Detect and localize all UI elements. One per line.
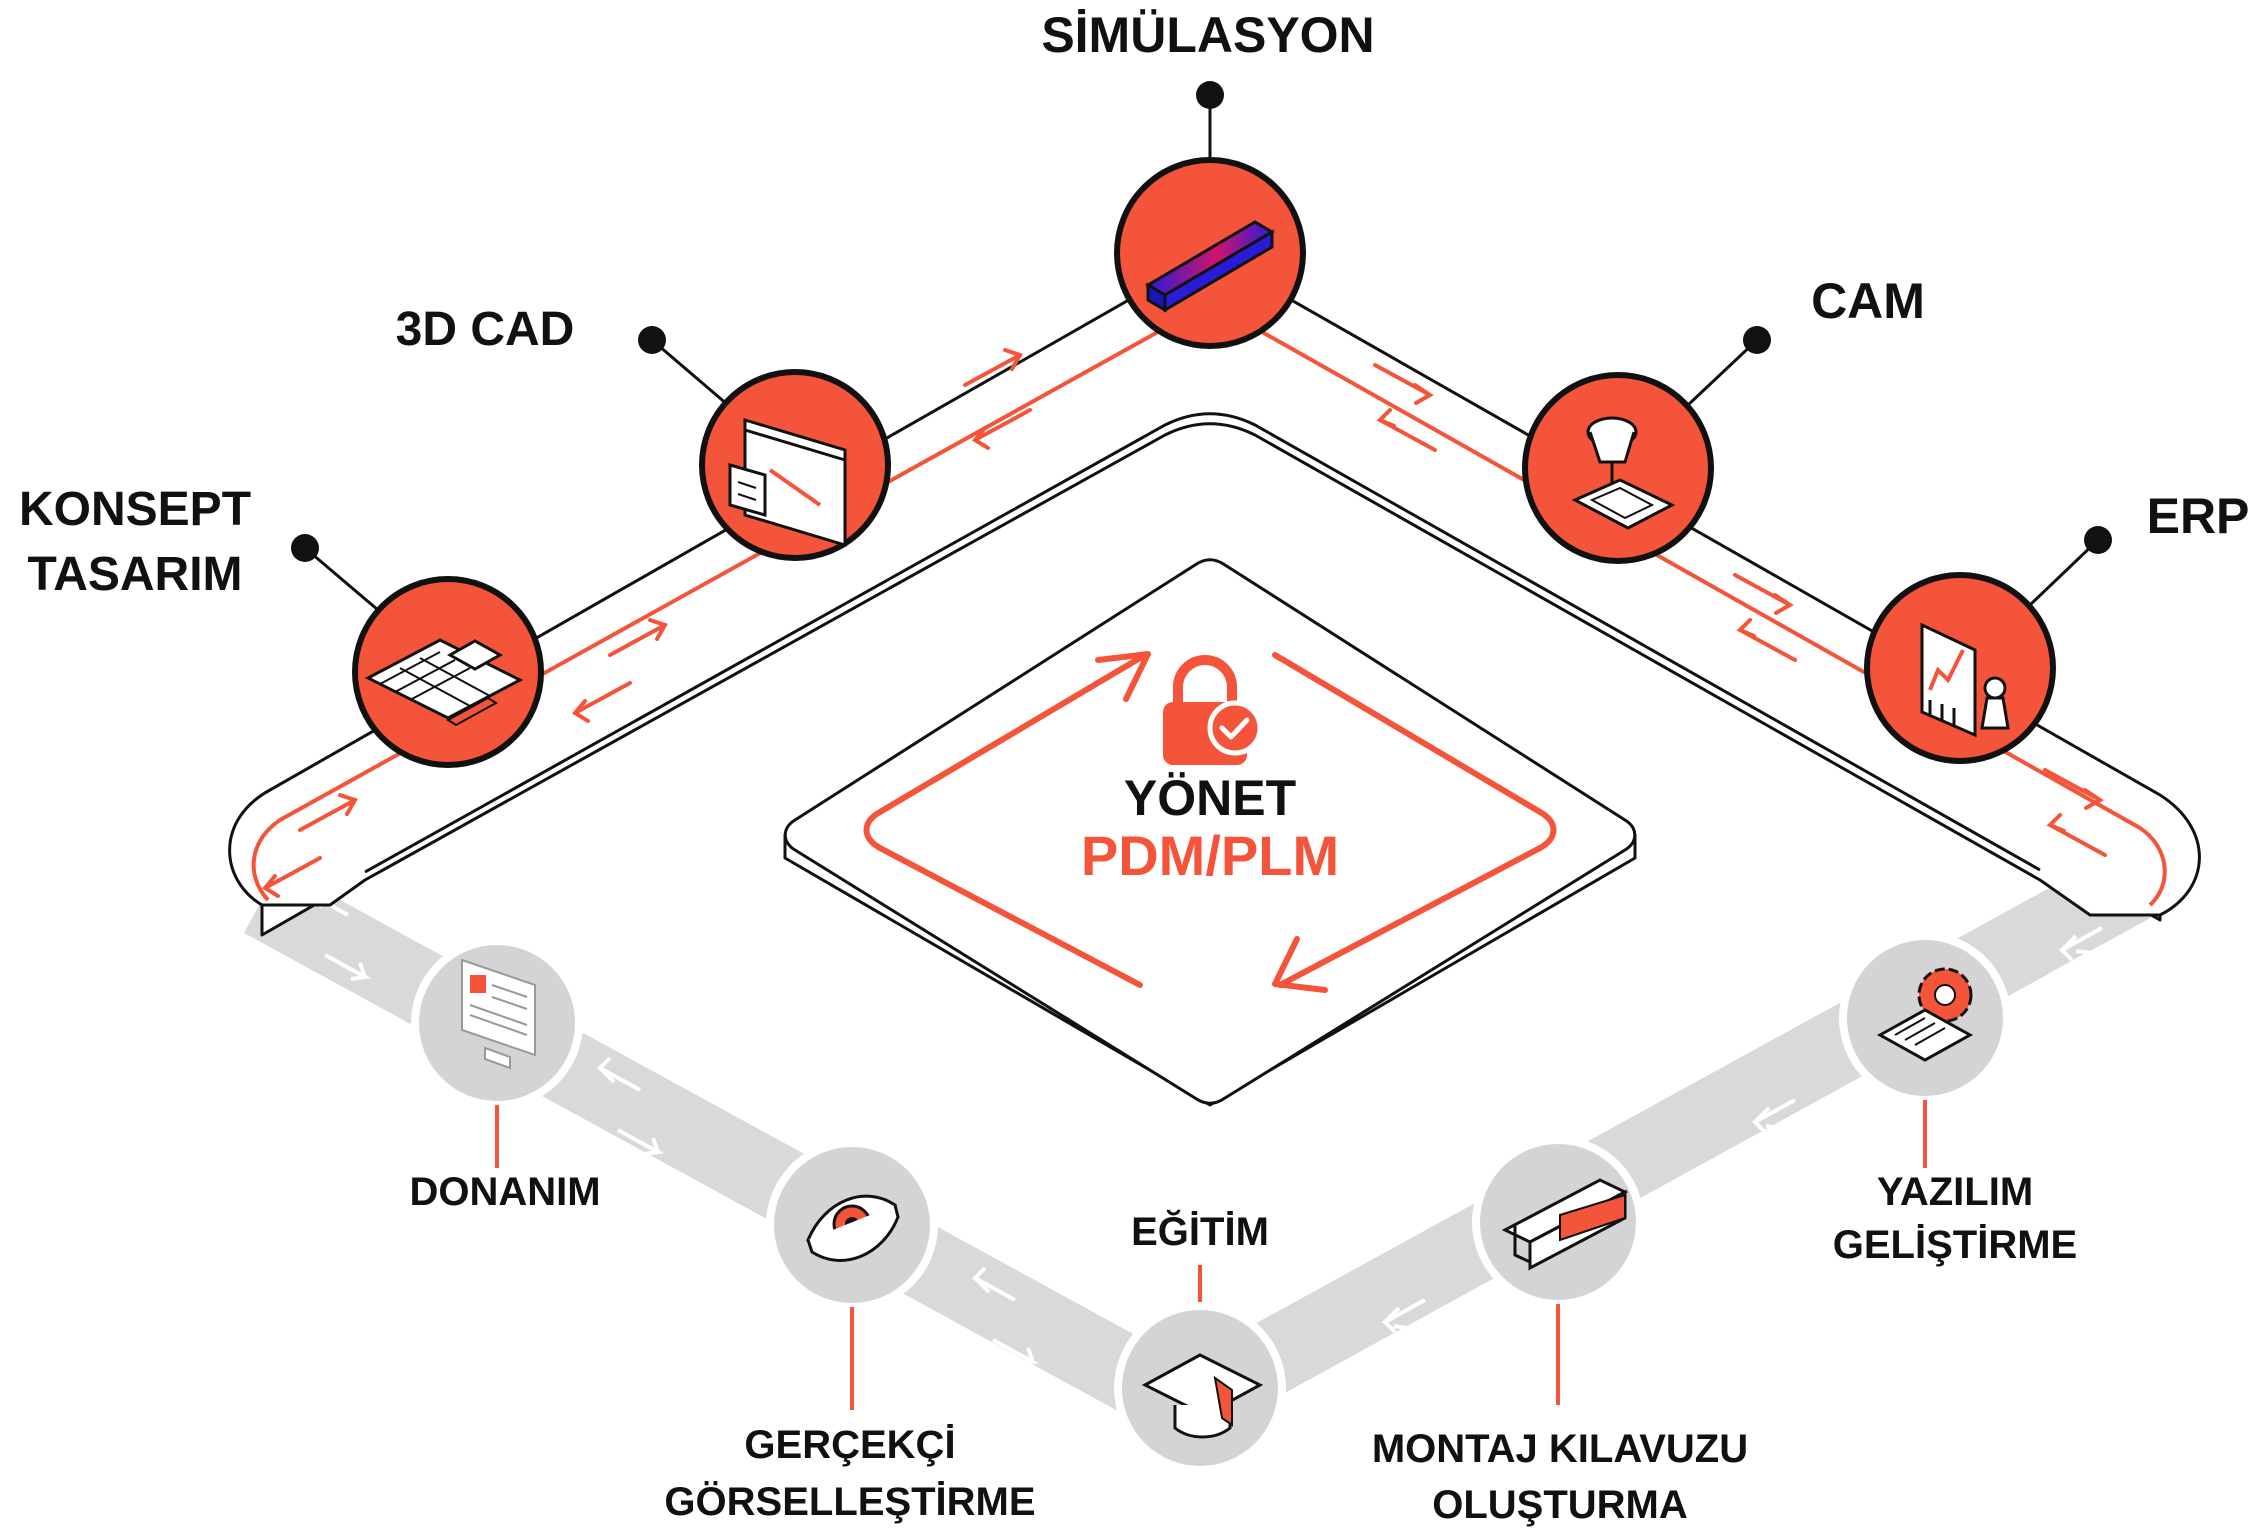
eye-icon bbox=[806, 1194, 900, 1262]
stage-cad[interactable]: 3D CAD bbox=[396, 303, 891, 561]
cnc-mill-icon bbox=[1571, 416, 1676, 530]
stage-donanim[interactable]: DONANIM bbox=[409, 937, 601, 1214]
blueprint-icon bbox=[364, 638, 524, 727]
stage-konsept-label-1: KONSEPT bbox=[19, 483, 251, 536]
stage-cam[interactable]: CAM bbox=[1522, 273, 1925, 564]
stage-montaj-label-1: MONTAJ KILAVUZU bbox=[1372, 1427, 1748, 1471]
graduation-cap-icon bbox=[1141, 1353, 1264, 1439]
upper-track-arrows bbox=[261, 348, 2107, 898]
stage-yazilim-label-2: GELİŞTİRME bbox=[1833, 1223, 2077, 1267]
center-platform bbox=[783, 558, 1637, 1107]
stage-yazilim[interactable]: YAZILIM GELİŞTİRME bbox=[1833, 932, 2077, 1267]
stage-cad-label: 3D CAD bbox=[396, 303, 575, 356]
software-gear-icon bbox=[1876, 967, 1974, 1062]
stage-erp-label: ERP bbox=[2147, 488, 2250, 544]
stage-gorsellestirme[interactable]: GERÇEKÇİ GÖRSELLEŞTİRME bbox=[664, 1139, 1036, 1524]
stage-donanim-label: DONANIM bbox=[409, 1170, 600, 1214]
center-subtitle: PDM/PLM bbox=[1081, 824, 1339, 887]
stage-gorsellestirme-label-1: GERÇEKÇİ bbox=[744, 1423, 955, 1467]
stage-cam-label: CAM bbox=[1811, 273, 1925, 329]
stage-egitim-label: EĞİTİM bbox=[1131, 1208, 1269, 1254]
stage-erp[interactable]: ERP bbox=[1864, 488, 2250, 764]
stage-gorsellestirme-label-2: GÖRSELLEŞTİRME bbox=[664, 1479, 1035, 1524]
stage-konsept[interactable]: KONSEPT TASARIM bbox=[19, 483, 544, 768]
cad-window-icon bbox=[728, 417, 847, 548]
stage-montaj[interactable]: MONTAJ KILAVUZU OLUŞTURMA bbox=[1372, 1136, 1748, 1527]
stage-konsept-label-2: TASARIM bbox=[27, 548, 242, 601]
erp-chart-icon bbox=[1920, 622, 2010, 738]
monitor-icon bbox=[461, 958, 536, 1070]
stage-montaj-label-2: OLUŞTURMA bbox=[1432, 1483, 1688, 1527]
stage-yazilim-label-1: YAZILIM bbox=[1877, 1170, 2033, 1214]
lower-track-arrows bbox=[304, 881, 2103, 1366]
assembly-beam-icon bbox=[1501, 1178, 1629, 1271]
upper-track bbox=[228, 268, 2201, 937]
center-title: YÖNET bbox=[1124, 770, 1296, 826]
simulation-beam-icon bbox=[1145, 220, 1275, 313]
stage-simulasyon[interactable]: SİMÜLASYON bbox=[1041, 7, 1375, 349]
stage-simulasyon-label: SİMÜLASYON bbox=[1041, 7, 1374, 63]
stage-egitim[interactable]: EĞİTİM bbox=[1114, 1208, 1286, 1474]
lock-check-icon bbox=[1163, 655, 1263, 765]
